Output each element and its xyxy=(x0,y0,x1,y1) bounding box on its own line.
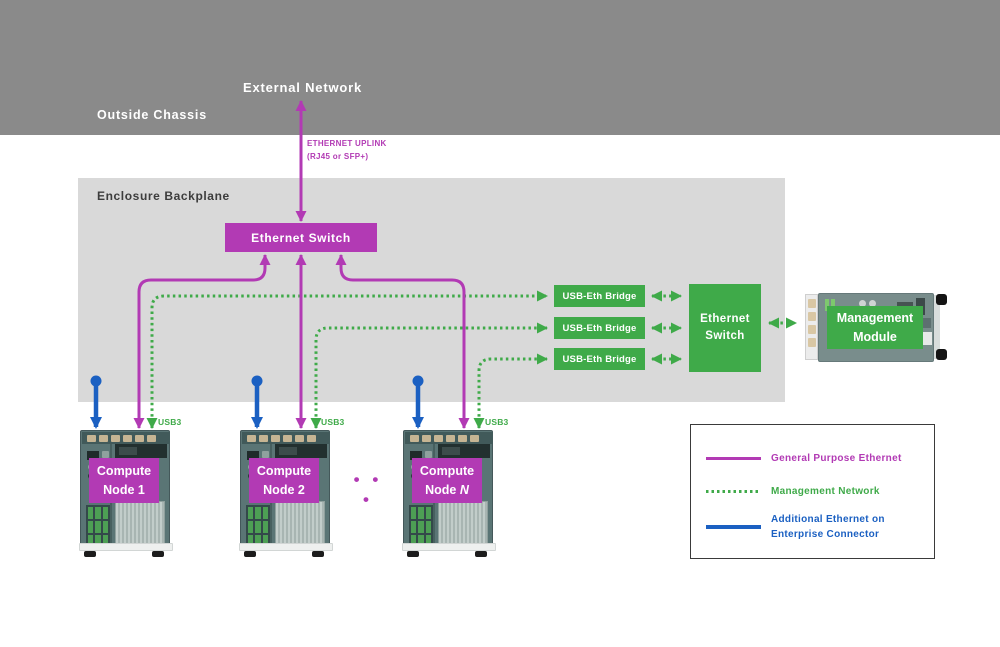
compute-node-2-label: Compute Node 2 xyxy=(249,458,319,503)
module-screw-bottom xyxy=(936,349,947,360)
compute-node-2-image: Compute Node 2 xyxy=(239,430,333,560)
usb3-label-1: USB3 xyxy=(158,417,182,427)
compute-node-n-label: Compute Node N xyxy=(412,458,482,503)
legend-label-management: Management Network xyxy=(771,486,880,497)
tower-io-strip xyxy=(82,432,170,444)
legend-swatch-management xyxy=(706,490,761,493)
module-rail xyxy=(934,295,940,359)
management-ethernet-switch-box: Ethernet Switch xyxy=(689,284,761,372)
module-screw-top xyxy=(936,294,947,305)
enclosure-backplane-label: Enclosure Backplane xyxy=(97,189,230,203)
usb-eth-bridge-1: USB-Eth Bridge xyxy=(554,285,645,307)
ethernet-uplink-line2: (RJ45 or SFP+) xyxy=(307,151,369,161)
ethernet-uplink-line1: ETHERNET UPLINK xyxy=(307,139,387,148)
ethernet-switch-box: Ethernet Switch xyxy=(225,223,377,252)
enclosure-backplane-region xyxy=(78,178,785,402)
tower-io-strip xyxy=(242,432,330,444)
ethernet-uplink-label: ETHERNET UPLINK (RJ45 or SFP+) xyxy=(307,138,387,164)
compute-node-1-label: Compute Node 1 xyxy=(89,458,159,503)
management-module-label: Management Module xyxy=(827,306,923,349)
external-network-label: External Network xyxy=(242,80,362,95)
outside-chassis-label: Outside Chassis xyxy=(97,108,207,122)
legend: General Purpose Ethernet Management Netw… xyxy=(690,424,935,559)
legend-swatch-additional xyxy=(706,525,761,529)
usb3-label-2: USB3 xyxy=(321,417,345,427)
module-bracket xyxy=(805,294,818,360)
legend-swatch-general-purpose xyxy=(706,457,761,460)
legend-label-general-purpose: General Purpose Ethernet xyxy=(771,453,902,464)
legend-label-additional: Additional Ethernet on Enterprise Connec… xyxy=(771,514,885,540)
more-nodes-ellipsis: • • • xyxy=(353,470,383,509)
compute-node-1-image: Compute Node 1 xyxy=(79,430,173,560)
compute-node-n-image: Compute Node N xyxy=(402,430,496,560)
tower-slot-grid xyxy=(86,505,110,549)
tower-ssd xyxy=(115,444,167,458)
usb-eth-bridge-3: USB-Eth Bridge xyxy=(554,348,645,370)
outside-chassis-banner xyxy=(0,0,1000,135)
tower-io-strip xyxy=(405,432,493,444)
management-module-image: Management Module xyxy=(805,293,947,362)
usb-eth-bridge-2: USB-Eth Bridge xyxy=(554,317,645,339)
tower-base xyxy=(79,543,173,551)
usb3-label-3: USB3 xyxy=(485,417,509,427)
tower-heatsink xyxy=(115,501,165,549)
